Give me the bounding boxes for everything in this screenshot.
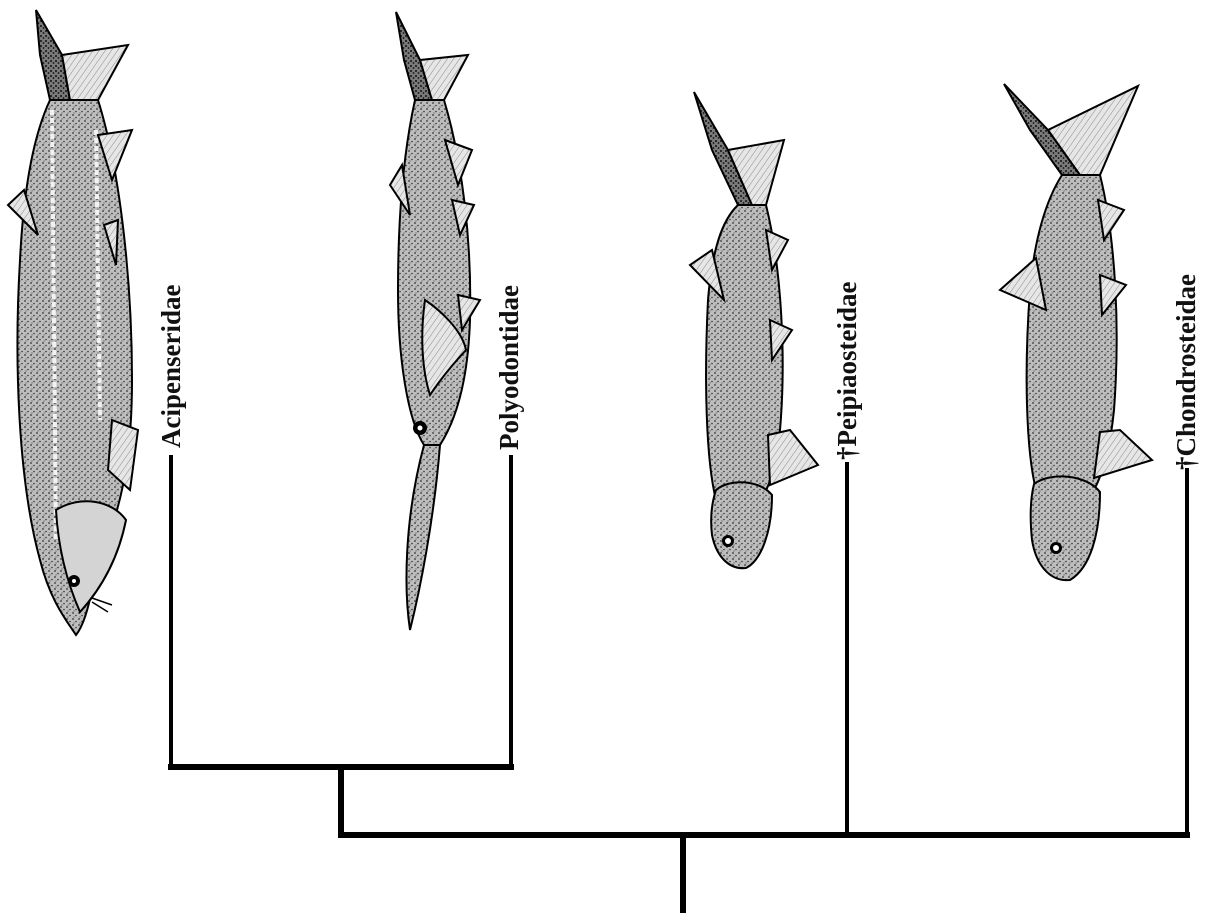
chondrosteus-illustration xyxy=(1000,84,1152,580)
label-acipenseridae: Acipenseridae xyxy=(158,285,185,448)
paddlefish-illustration xyxy=(390,12,480,630)
label-chondrosteidae: †Chondrosteidae xyxy=(1173,274,1200,470)
peipiaosteus-illustration xyxy=(690,92,818,568)
label-polyodontidae: Polyodontidae xyxy=(496,285,523,450)
label-peipiaosteidae: †Peipiaosteidae xyxy=(834,282,861,460)
sturgeon-illustration xyxy=(8,10,138,635)
